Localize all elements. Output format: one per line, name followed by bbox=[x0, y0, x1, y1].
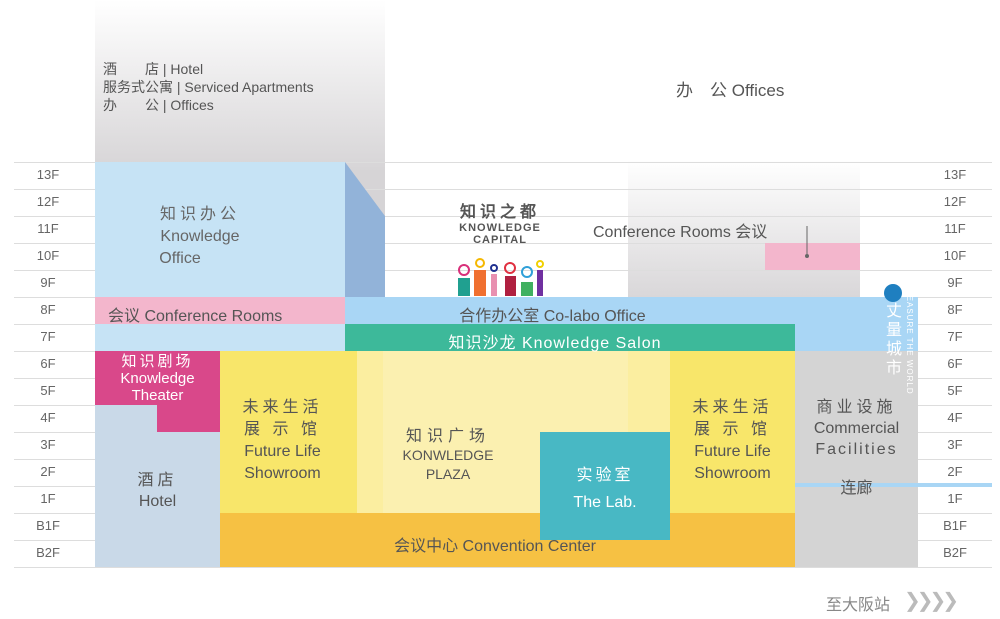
commercial-zone[interactable] bbox=[795, 351, 918, 567]
floor-line bbox=[14, 567, 992, 568]
floor-label: 3F bbox=[40, 437, 56, 452]
floor-label: 11F bbox=[37, 221, 59, 236]
floor-label: 9F bbox=[947, 275, 963, 290]
floor-label: 6F bbox=[947, 356, 963, 371]
floor-label: 4F bbox=[40, 410, 56, 425]
conference-left-label: 会议 Conference Rooms bbox=[108, 308, 283, 325]
pointer-icon bbox=[805, 226, 809, 258]
knowledge-capital-logo: 知识之都 KNOWLEDGE CAPITAL bbox=[459, 204, 541, 246]
floor-label: 8F bbox=[947, 302, 963, 317]
colabo-label: 合作办公室 Co-labo Office bbox=[459, 308, 646, 325]
offices-label: 办 公 Offices bbox=[676, 81, 785, 100]
floor-label: B1F bbox=[943, 518, 967, 533]
floor-label: 9F bbox=[40, 275, 56, 290]
floor-line bbox=[14, 189, 992, 190]
knowledge-office-ramp bbox=[345, 162, 385, 297]
to-station-label: 至大阪站 bbox=[826, 597, 891, 614]
floor-label: 12F bbox=[36, 194, 60, 209]
floor-label: 13F bbox=[943, 167, 967, 182]
corridor-label: 连廊 bbox=[840, 480, 873, 497]
floor-line bbox=[14, 270, 992, 271]
floor-label: 3F bbox=[947, 437, 963, 452]
brand-logo-icon bbox=[884, 284, 902, 302]
knowledge-theater-zone[interactable] bbox=[95, 351, 220, 405]
floor-label: 10F bbox=[36, 248, 60, 263]
colabo-office-zone[interactable] bbox=[345, 297, 795, 324]
floor-label: B2F bbox=[943, 545, 967, 560]
future-life-left[interactable] bbox=[220, 351, 357, 513]
convention-center-zone[interactable] bbox=[220, 513, 795, 567]
floor-label: 7F bbox=[40, 329, 56, 344]
floor-line bbox=[14, 162, 992, 163]
legend-hotel: 酒 店 | Hotel bbox=[103, 61, 204, 77]
floor-label: 10F bbox=[943, 248, 967, 263]
tower-legend: 酒 店 | Hotel 服务式公寓 | Serviced Apartments … bbox=[103, 60, 314, 114]
office-tower-shade bbox=[628, 160, 860, 300]
floor-label: 2F bbox=[40, 464, 56, 479]
floor-label: B1F bbox=[36, 518, 60, 533]
floor-label: 8F bbox=[40, 302, 56, 317]
conference-rooms-left[interactable] bbox=[95, 297, 345, 324]
floor-line bbox=[14, 216, 992, 217]
floor-label: 12F bbox=[943, 194, 967, 209]
brand-en: MEASURE THE WORLD bbox=[905, 288, 914, 395]
knowledge-capital-logo-icon bbox=[458, 258, 544, 296]
lab-b1 bbox=[540, 513, 670, 540]
legend-offices: 办 公 | Offices bbox=[103, 97, 214, 113]
floor-label: 2F bbox=[947, 464, 963, 479]
corridor-line bbox=[795, 483, 992, 487]
floor-label: 11F bbox=[944, 221, 966, 236]
floor-line bbox=[14, 243, 992, 244]
floor7-band bbox=[95, 324, 345, 351]
convention-label: 会议中心 Convention Center bbox=[394, 538, 596, 555]
conference-right-label: Conference Rooms 会议 bbox=[593, 224, 768, 241]
floor-label: 1F bbox=[947, 491, 963, 506]
floor-label: 1F bbox=[40, 491, 56, 506]
future-life-right[interactable] bbox=[670, 351, 795, 513]
brand-cn: 丈量城市 bbox=[885, 303, 902, 377]
salon-label: 知识沙龙 Knowledge Salon bbox=[448, 335, 662, 352]
legend-apartments: 服务式公寓 | Serviced Apartments bbox=[103, 79, 314, 95]
floor-label: 5F bbox=[40, 383, 56, 398]
knowledge-office-zone[interactable] bbox=[95, 162, 345, 297]
arrows-icon: ❯❯❯❯ bbox=[904, 590, 959, 612]
colabo-extension bbox=[795, 297, 918, 351]
floor-label: 7F bbox=[947, 329, 963, 344]
theater-extension bbox=[157, 405, 220, 432]
floor-label: 6F bbox=[40, 356, 56, 371]
floor-label: 13F bbox=[36, 167, 60, 182]
knowledge-salon-zone[interactable] bbox=[345, 324, 795, 351]
floor-label: B2F bbox=[36, 545, 60, 560]
hotel-zone[interactable] bbox=[95, 405, 220, 567]
conference-rooms-right[interactable] bbox=[765, 243, 860, 270]
floor-label: 4F bbox=[947, 410, 963, 425]
floor-label: 5F bbox=[947, 383, 963, 398]
